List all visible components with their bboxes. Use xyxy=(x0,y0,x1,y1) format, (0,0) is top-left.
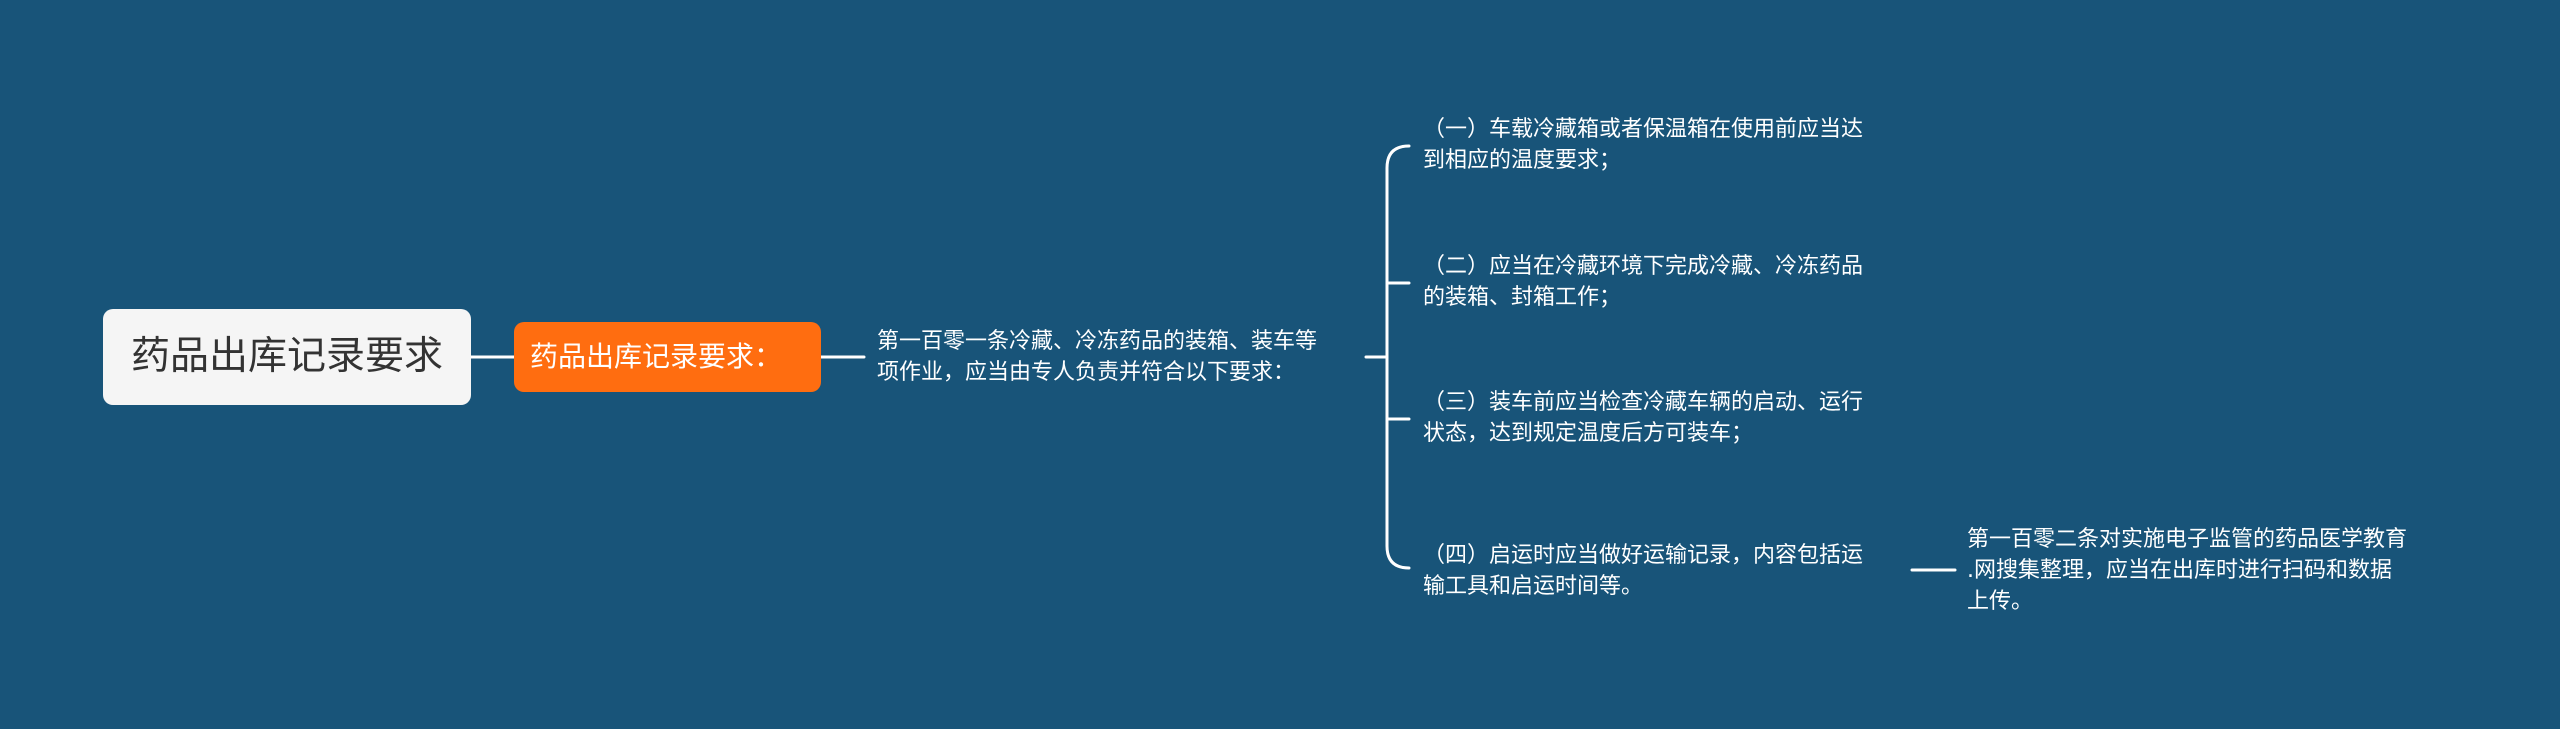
requirement-item-2-line-2: 的装箱、封箱工作； xyxy=(1423,285,1622,310)
branch-node[interactable]: 药品出库记录要求： xyxy=(514,322,821,392)
requirement-item-4-line-1: （四）启运时应当做好运输记录，内容包括运 xyxy=(1423,543,1864,568)
root-node[interactable]: 药品出库记录要求 xyxy=(103,309,471,405)
requirement-item-2[interactable]: （二）应当在冷藏环境下完成冷藏、冷冻药品 的装箱、封箱工作； xyxy=(1423,251,1863,313)
requirement-item-2-line-1: （二）应当在冷藏环境下完成冷藏、冷冻药品 xyxy=(1423,254,1864,279)
requirement-item-1-line-1: （一）车载冷藏箱或者保温箱在使用前应当达 xyxy=(1423,117,1864,142)
requirement-item-4-line-2: 输工具和启运时间等。 xyxy=(1423,574,1644,599)
requirement-item-4[interactable]: （四）启运时应当做好运输记录，内容包括运 输工具和启运时间等。 xyxy=(1423,540,1863,602)
bracket-items xyxy=(1385,144,1411,570)
requirement-item-3[interactable]: （三）装车前应当检查冷藏车辆的启动、运行 状态，达到规定温度后方可装车； xyxy=(1423,387,1863,449)
requirement-item-3-line-2: 状态，达到规定温度后方可装车； xyxy=(1423,421,1754,446)
main-description-line-1: 第一百零一条冷藏、冷冻药品的装箱、装车等 xyxy=(877,329,1318,354)
requirement-item-3-line-1: （三）装车前应当检查冷藏车辆的启动、运行 xyxy=(1423,390,1864,415)
main-description-line-2: 项作业，应当由专人负责并符合以下要求： xyxy=(877,360,1296,385)
requirement-item-1-line-2: 到相应的温度要求； xyxy=(1423,148,1622,173)
requirement-item-1[interactable]: （一）车载冷藏箱或者保温箱在使用前应当达 到相应的温度要求； xyxy=(1423,114,1863,176)
note-line-1: 第一百零二条对实施电子监管的药品医学教育 xyxy=(1967,527,2408,552)
main-description-node[interactable]: 第一百零一条冷藏、冷冻药品的装箱、装车等 项作业，应当由专人负责并符合以下要求： xyxy=(877,326,1317,388)
note-node[interactable]: 第一百零二条对实施电子监管的药品医学教育 .网搜集整理，应当在出库时进行扫码和数… xyxy=(1967,524,2407,617)
note-line-3: 上传。 xyxy=(1967,589,2034,614)
note-line-2: .网搜集整理，应当在出库时进行扫码和数据 xyxy=(1967,558,2392,583)
